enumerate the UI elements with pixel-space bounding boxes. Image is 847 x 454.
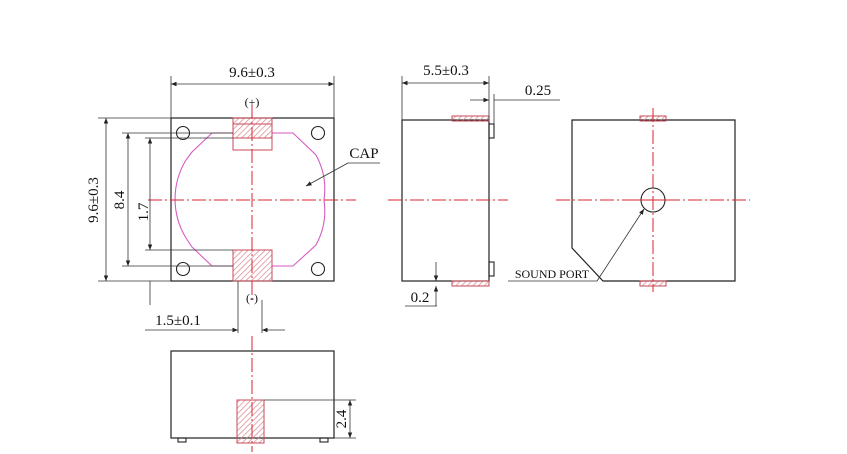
dim-pad-thickness: 0.25 [525,83,551,99]
dim-bottom-height: 2.4 [334,409,350,428]
corner-hole-bl [175,261,191,277]
dim-inner-height: 8.4 [112,190,128,209]
label-cap: CAP [349,146,378,162]
dim-left-height: 9.6±0.3 [86,177,102,223]
dim-top-width: 9.6±0.3 [229,65,275,81]
polarity-plus: (+) [245,95,260,109]
side-view: 5.5±0.3 0.25 0.2 [388,63,560,307]
dim-standoff: 0.2 [411,290,430,306]
bottom-view: SOUND PORT [508,108,750,292]
front-view: 2.4 [170,336,356,452]
top-view: 9.6±0.3 (+) (-) 9.6±0.3 8.4 1.7 1.5±0.1 … [86,65,380,333]
label-sound-port: SOUND PORT [515,267,590,281]
dim-pad-offset: 1.5±0.1 [155,313,201,329]
corner-hole-tr [310,125,326,141]
front-view-pad [236,399,265,444]
corner-hole-br [310,261,326,277]
polarity-minus: (-) [246,291,258,305]
dim-side-width: 5.5±0.3 [423,63,469,79]
dim-pad-spacing: 1.7 [136,202,152,221]
